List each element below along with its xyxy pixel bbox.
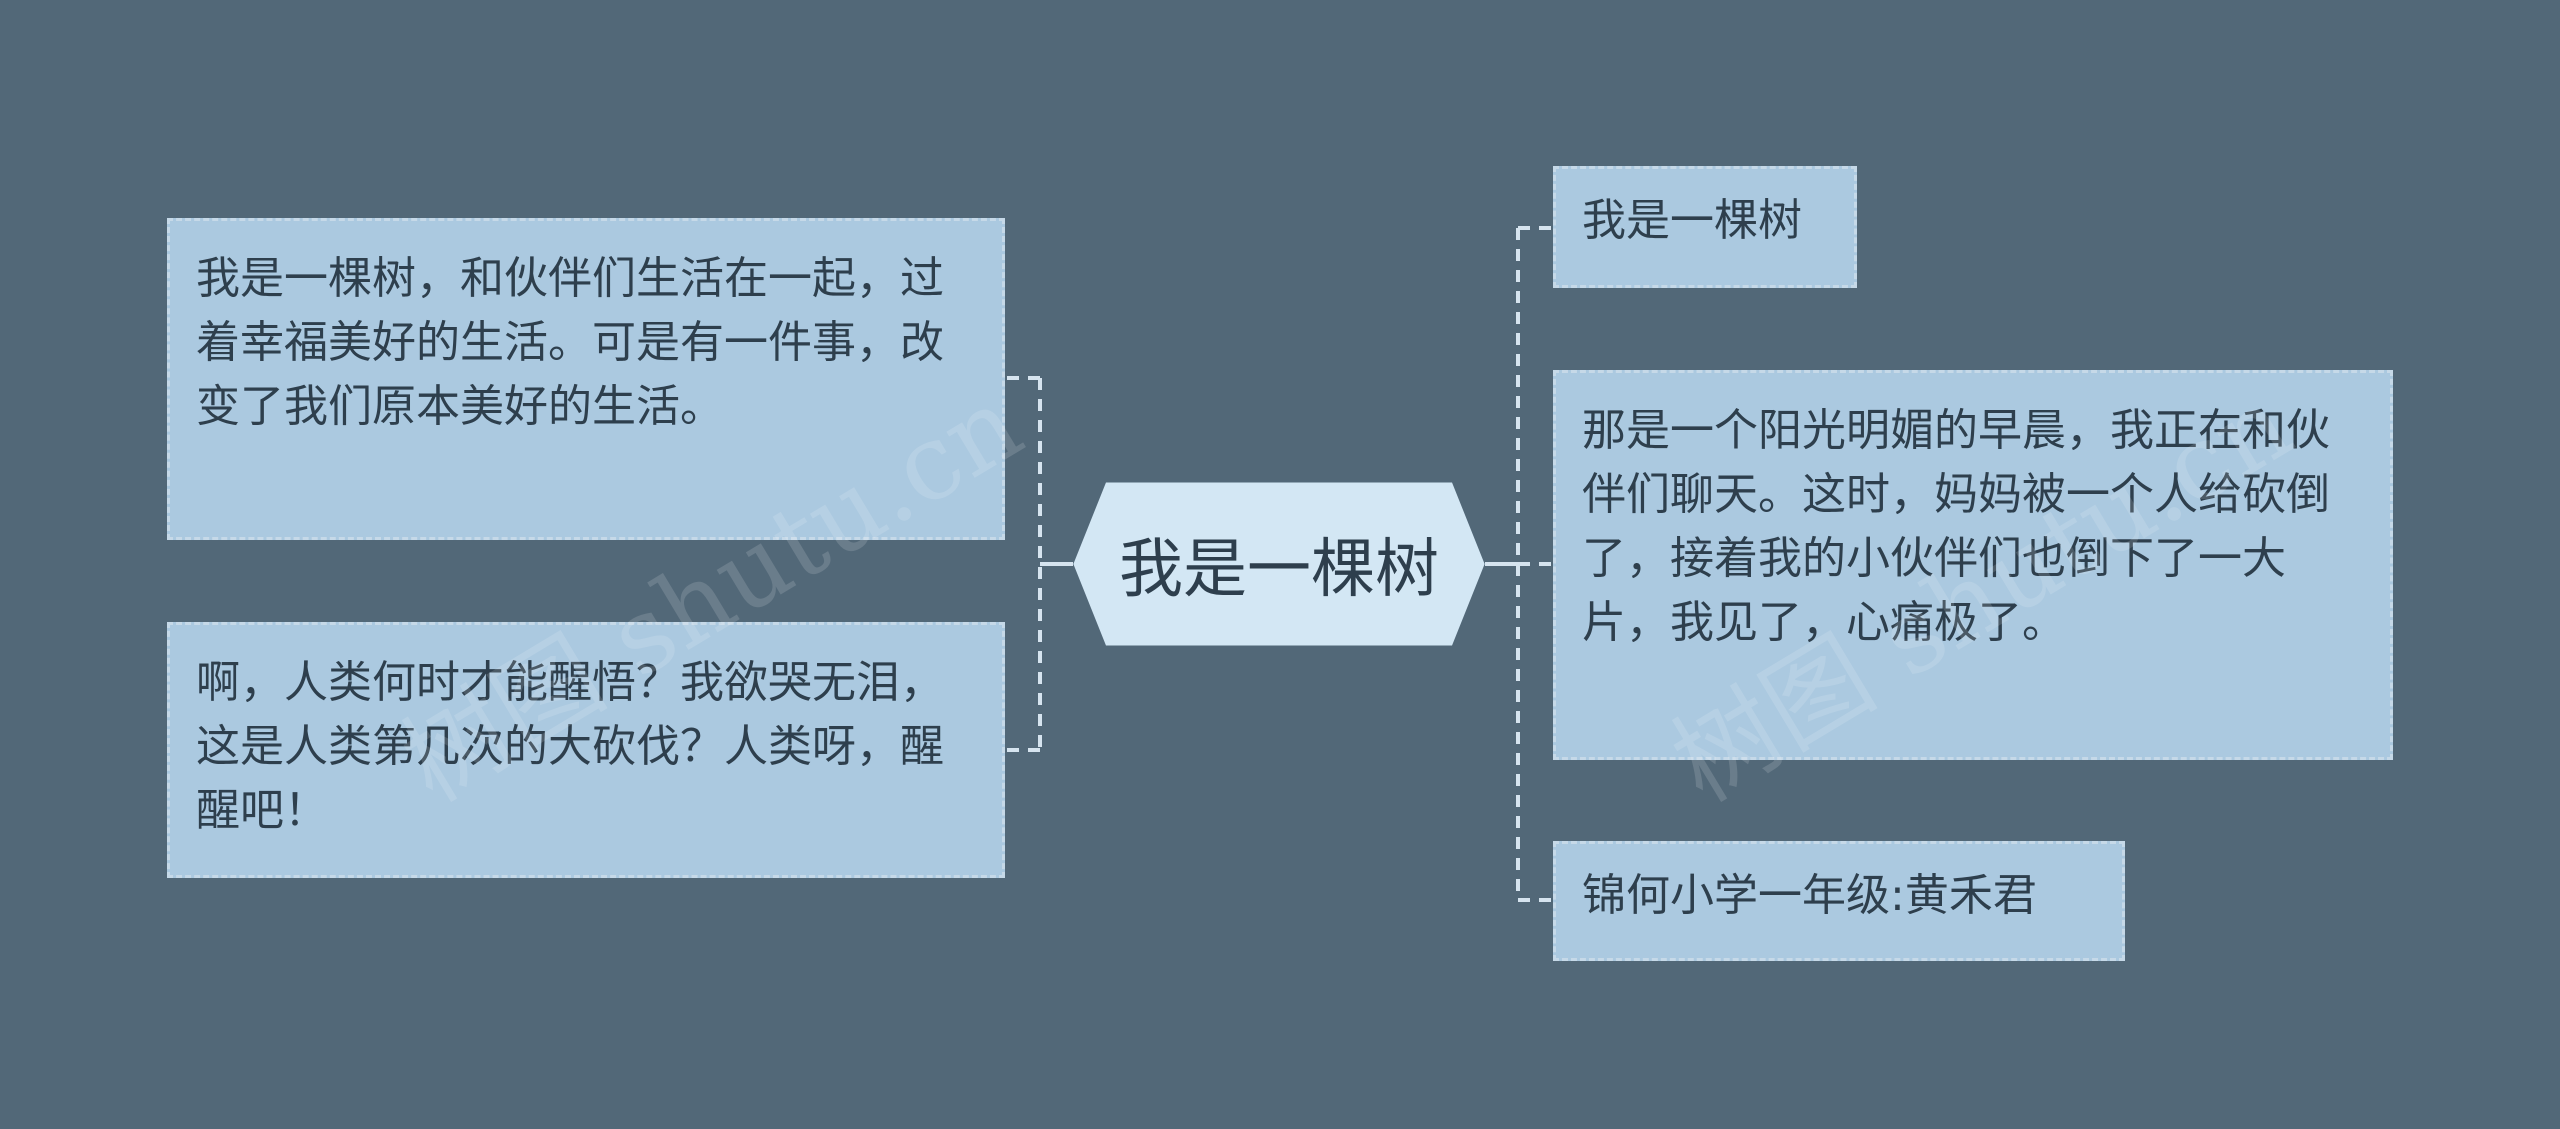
root-node-shape bbox=[1073, 482, 1485, 646]
topic-node-right-1[interactable]: 我是一棵树 bbox=[1553, 166, 1857, 288]
topic-node-right-3[interactable]: 锦何小学一年级:黄禾君 bbox=[1553, 841, 2125, 961]
root-node-label: 我是一棵树 bbox=[1119, 533, 1439, 607]
root-node[interactable]: 我是一棵树 bbox=[1073, 482, 1485, 646]
topic-node-left-1-text: 我是一棵树，和伙伴们生活在一起，过着幸福美好的生活。可是有一件事，改变了我们原本… bbox=[196, 253, 944, 432]
topic-node-left-2[interactable]: 啊，人类何时才能醒悟？我欲哭无泪，这是人类第几次的大砍伐？人类呀，醒醒吧！ bbox=[167, 622, 1005, 878]
topic-node-left-2-text: 啊，人类何时才能醒悟？我欲哭无泪，这是人类第几次的大砍伐？人类呀，醒醒吧！ bbox=[196, 657, 944, 836]
topic-node-left-1[interactable]: 我是一棵树，和伙伴们生活在一起，过着幸福美好的生活。可是有一件事，改变了我们原本… bbox=[167, 218, 1005, 540]
topic-node-right-2-text: 那是一个阳光明媚的早晨，我正在和伙伴们聊天。这时，妈妈被一个人给砍倒了，接着我的… bbox=[1582, 405, 2330, 648]
topic-node-right-1-text: 我是一棵树 bbox=[1582, 195, 1802, 246]
topic-node-right-3-text: 锦何小学一年级:黄禾君 bbox=[1582, 870, 2037, 921]
topic-node-right-2[interactable]: 那是一个阳光明媚的早晨，我正在和伙伴们聊天。这时，妈妈被一个人给砍倒了，接着我的… bbox=[1553, 370, 2393, 760]
